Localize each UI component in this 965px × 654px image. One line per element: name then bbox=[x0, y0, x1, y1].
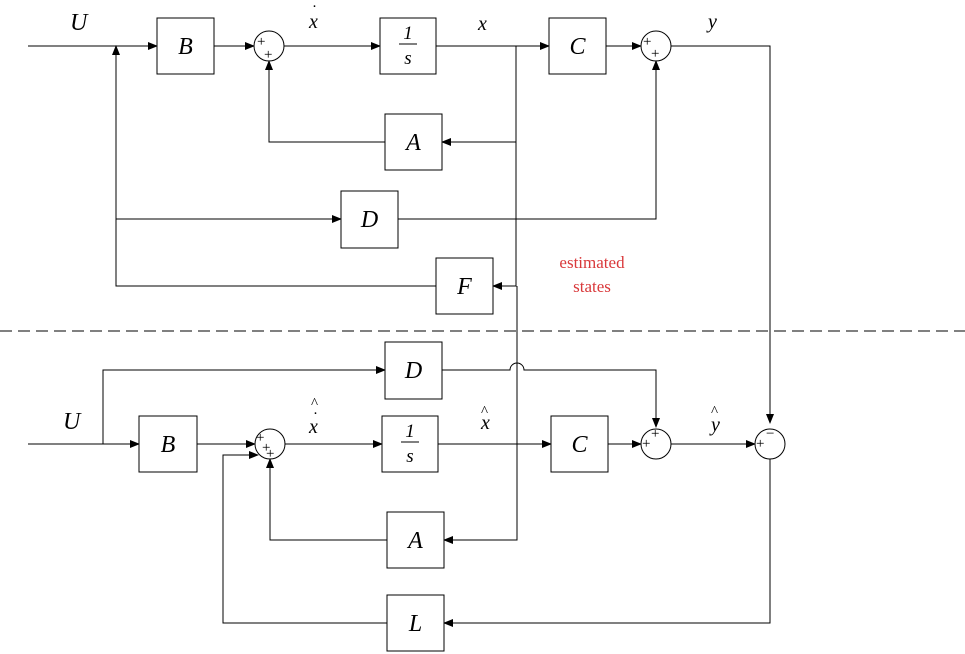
observer-a-label: A bbox=[406, 528, 423, 554]
observer-yhat-hat: ^ bbox=[711, 404, 718, 420]
feedback-f-label: F bbox=[456, 274, 472, 300]
observer-b-block bbox=[138, 415, 198, 473]
observer-input-label: U bbox=[63, 409, 82, 435]
plant-b-label: B bbox=[178, 34, 193, 60]
observer-xhatdot-hat: ^ bbox=[311, 396, 318, 412]
plant-a-block bbox=[384, 113, 443, 171]
observer-output-sum-sign-1: + bbox=[642, 436, 650, 452]
observer-error-sum-sign-2: − bbox=[766, 426, 774, 442]
observer-output-sum-sign-2: + bbox=[651, 426, 659, 442]
plant-output-sum-sign-1: + bbox=[643, 34, 651, 50]
observer-b-label: B bbox=[161, 432, 176, 458]
observer-l-in-wire bbox=[443, 459, 771, 627]
plant-a-label: A bbox=[404, 130, 421, 156]
observer-integrator-denominator: s bbox=[406, 446, 413, 467]
observer-a-in-wire bbox=[443, 444, 518, 544]
feedback-f-block bbox=[435, 257, 494, 315]
observer-state-sum-sign-1: + bbox=[256, 430, 264, 446]
plant-c-block bbox=[548, 17, 607, 75]
plant-y-label: y bbox=[706, 11, 717, 33]
observer-l-out-wire bbox=[222, 451, 387, 624]
observer-a-out-wire bbox=[266, 458, 387, 541]
plant-output-sum-sign-2: + bbox=[651, 46, 659, 62]
observer-d-out-wire bbox=[442, 362, 660, 428]
observer-state-sum-sign-2: + bbox=[262, 440, 270, 456]
observer-l-label: L bbox=[408, 611, 422, 637]
plant-input-label: U bbox=[70, 10, 89, 36]
observer-integrator-numerator: 1 bbox=[405, 421, 415, 442]
plant-y-wire bbox=[671, 45, 774, 424]
plant-diagram: U B + + x · 1 s x C + + y A bbox=[28, 0, 774, 424]
observer-xhat-hat: ^ bbox=[481, 404, 488, 420]
plant-integrator-block bbox=[379, 17, 437, 75]
observer-a-block bbox=[386, 511, 445, 569]
observer-d-block bbox=[384, 341, 443, 400]
observer-error-sum-sign-1: + bbox=[756, 436, 764, 452]
observer-xhatdot-dot: · bbox=[313, 406, 318, 422]
observer-c-block bbox=[550, 415, 609, 473]
observer-yhat-label: y bbox=[709, 414, 720, 436]
plant-integrator-numerator: 1 bbox=[403, 23, 413, 44]
feedback-f-out-wire bbox=[112, 45, 436, 287]
plant-xdot-label: x bbox=[308, 11, 318, 33]
observer-c-label: C bbox=[571, 432, 588, 458]
plant-xdot-dot: · bbox=[312, 0, 317, 15]
feedback-f-in-wire bbox=[492, 142, 517, 290]
observer-d-in-wire bbox=[102, 366, 386, 444]
plant-state-sum-sign-2: + bbox=[264, 47, 272, 63]
estimated-states-note-line1: estimated bbox=[559, 253, 625, 272]
plant-b-block bbox=[156, 17, 215, 75]
plant-x-label: x bbox=[477, 13, 487, 35]
plant-d-label: D bbox=[360, 207, 378, 233]
observer-xhat-label: x bbox=[480, 412, 490, 434]
observer-state-sum-sign-3: + bbox=[266, 446, 274, 462]
estimated-states-note-line2: states bbox=[573, 277, 611, 296]
observer-diagram: U D B + + + x ^ · 1 s x ^ C + + bbox=[28, 286, 786, 652]
observer-integrator-block bbox=[381, 415, 439, 473]
plant-state-sum-sign-1: + bbox=[257, 34, 265, 50]
plant-d-out-wire bbox=[398, 60, 660, 220]
observer-xhatdot-label: x bbox=[308, 416, 318, 438]
plant-integrator-denominator: s bbox=[404, 48, 411, 69]
plant-a-out-wire bbox=[265, 60, 385, 143]
observer-d-label: D bbox=[404, 358, 422, 384]
plant-a-in-wire bbox=[441, 46, 517, 146]
plant-c-label: C bbox=[569, 34, 586, 60]
observer-l-block bbox=[386, 594, 445, 652]
